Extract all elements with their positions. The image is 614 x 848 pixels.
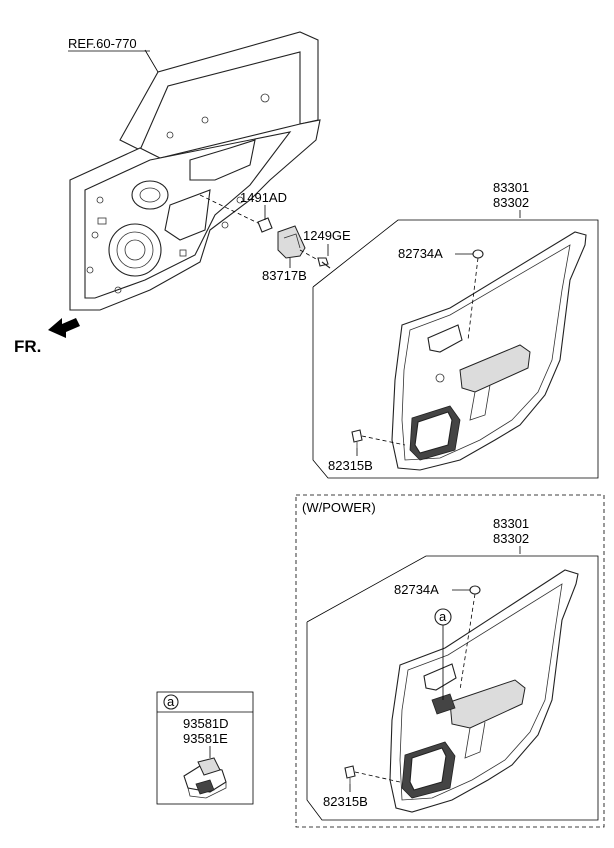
door-inner-panel bbox=[69, 31, 321, 311]
power-door-trim bbox=[389, 569, 579, 813]
power-trim-part-a: 83301 bbox=[493, 516, 529, 531]
window-switch-part bbox=[183, 757, 227, 799]
front-arrow-icon bbox=[48, 318, 80, 338]
bolt-label: 1249GE bbox=[303, 228, 351, 243]
front-label: FR. bbox=[14, 337, 41, 356]
upper-door-trim bbox=[391, 231, 587, 471]
upper-trim-part-b: 83302 bbox=[493, 195, 529, 210]
upper-trim-group bbox=[312, 219, 599, 479]
ref-label: REF.60-770 bbox=[68, 36, 137, 51]
power-fastener-bottom-label: 82315B bbox=[323, 794, 368, 809]
power-variant-box bbox=[295, 494, 605, 828]
upper-fastener-bottom bbox=[351, 429, 363, 448]
bracket-label: 83717B bbox=[262, 268, 307, 283]
upper-fastener-bottom-label: 82315B bbox=[328, 458, 373, 473]
switch-part-a: 93581D bbox=[183, 716, 229, 731]
clip-part bbox=[257, 217, 273, 233]
power-variant-label: (W/POWER) bbox=[302, 500, 376, 515]
clip-label: 1491AD bbox=[240, 190, 287, 205]
upper-fastener-top-label: 82734A bbox=[398, 246, 443, 261]
switch-callout-label: a bbox=[167, 694, 175, 709]
switch-callout-circle bbox=[163, 694, 179, 710]
bracket-part bbox=[277, 225, 306, 259]
switch-detail-box bbox=[156, 691, 254, 805]
switch-part-b: 93581E bbox=[183, 731, 228, 746]
upper-fastener-top bbox=[472, 249, 484, 259]
power-trim-outline bbox=[306, 555, 599, 821]
power-trim-part-b: 83302 bbox=[493, 531, 529, 546]
power-fastener-top bbox=[469, 585, 481, 595]
power-fastener-top-label: 82734A bbox=[394, 582, 439, 597]
upper-trim-part-a: 83301 bbox=[493, 180, 529, 195]
bolt-part bbox=[317, 257, 331, 269]
power-callout-label: a bbox=[439, 609, 447, 624]
power-fastener-bottom bbox=[344, 765, 356, 784]
